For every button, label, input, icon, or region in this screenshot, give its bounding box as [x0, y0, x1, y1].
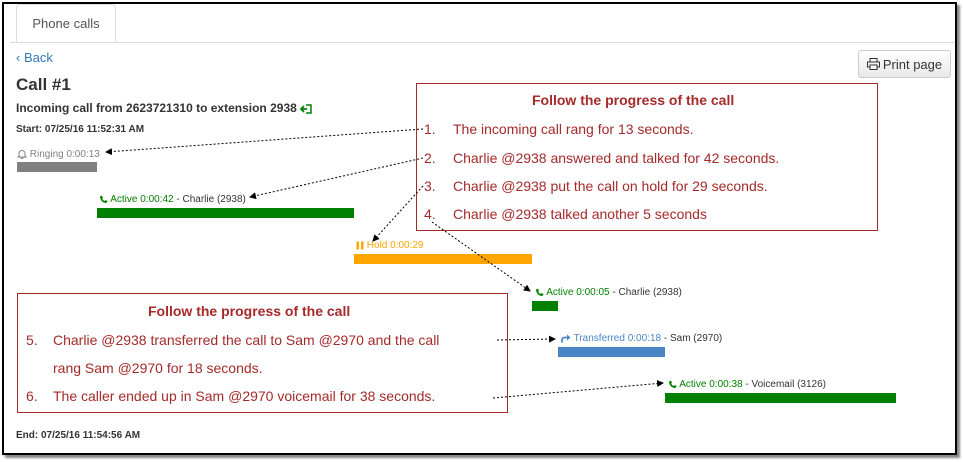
page-title: Call #1	[16, 75, 71, 94]
event-ringing-label: Ringing 0:00:13	[17, 149, 100, 160]
annotation-step-num: 2.	[424, 150, 436, 166]
annotation-box-1	[416, 83, 878, 231]
annotation-step-num: 4.	[424, 206, 436, 222]
annotation-step-num: 3.	[424, 178, 436, 194]
event-hold-label: Hold 0:00:29	[356, 240, 424, 251]
tab-bar: Phone calls	[10, 4, 955, 43]
annotation-box-2	[17, 293, 508, 413]
annotation-step-text: Charlie @2938 transferred the call to Sa…	[53, 332, 440, 348]
event-transferred-bar	[558, 347, 665, 357]
event-transferred-label: Transferred 0:00:18 - Sam (2970)	[561, 333, 722, 344]
annotation-step-text: Charlie @2938 put the call on hold for 2…	[453, 178, 768, 194]
annotation-step-num: 1.	[424, 121, 436, 137]
event-active-1-label: Active 0:00:42 - Charlie (2938)	[99, 194, 246, 205]
phone-icon	[99, 195, 108, 203]
event-active-2-party: - Charlie (2938)	[609, 287, 682, 298]
annotation-step-text: The caller ended up in Sam @2970 voicema…	[53, 388, 436, 404]
transfer-arrow-icon	[561, 334, 571, 343]
event-active-1-text: Active 0:00:42	[110, 194, 174, 205]
event-ringing-bar	[17, 162, 97, 172]
call-start-time: Start: 07/25/16 11:52:31 AM	[16, 124, 145, 135]
incoming-call-icon	[300, 104, 312, 114]
annotation-step-num: 6.	[26, 388, 38, 404]
annotation-step-text-cont: rang Sam @2970 for 18 seconds.	[53, 360, 263, 376]
call-subtitle: Incoming call from 2623721310 to extensi…	[16, 101, 312, 115]
print-page-button[interactable]: Print page	[858, 50, 951, 78]
event-active-1-bar	[97, 208, 354, 218]
event-voicemail-label: Active 0:00:38 - Voicemail (3126)	[668, 379, 826, 390]
event-active-2-text: Active 0:00:05	[546, 287, 610, 298]
event-ringing-text: Ringing 0:00:13	[29, 149, 100, 160]
tab-phone-calls[interactable]: Phone calls	[16, 4, 116, 42]
annotation-step-text: The incoming call rang for 13 seconds.	[453, 121, 694, 137]
event-voicemail-party: - Voicemail (3126)	[742, 379, 826, 390]
pause-icon	[356, 241, 364, 250]
print-page-label: Print page	[882, 56, 943, 72]
event-transferred-party: - Sam (2970)	[661, 333, 723, 344]
event-transferred-text: Transferred 0:00:18	[573, 333, 662, 344]
printer-icon	[866, 58, 880, 70]
event-hold-bar	[354, 254, 532, 264]
annotation-step-text: Charlie @2938 answered and talked for 42…	[453, 150, 780, 166]
annotation-step-num: 5.	[26, 332, 38, 348]
annotation-1-heading: Follow the progress of the call	[532, 92, 735, 108]
phone-icon	[535, 288, 544, 296]
event-active-2-bar	[532, 301, 558, 311]
event-voicemail-bar	[665, 393, 896, 403]
annotation-2-heading: Follow the progress of the call	[148, 303, 351, 319]
event-active-2-label: Active 0:00:05 - Charlie (2938)	[535, 287, 682, 298]
bell-icon	[17, 150, 27, 160]
annotation-step-text: Charlie @2938 talked another 5 seconds	[453, 206, 707, 222]
event-voicemail-text: Active 0:00:38	[679, 379, 743, 390]
back-link[interactable]: ‹ Back	[16, 50, 53, 65]
event-active-1-party: - Charlie (2938)	[173, 194, 246, 205]
call-subtitle-text: Incoming call from 2623721310 to extensi…	[16, 101, 297, 115]
call-end-time: End: 07/25/16 11:54:56 AM	[16, 430, 141, 441]
phone-icon	[668, 380, 677, 388]
event-hold-text: Hold 0:00:29	[366, 240, 424, 251]
